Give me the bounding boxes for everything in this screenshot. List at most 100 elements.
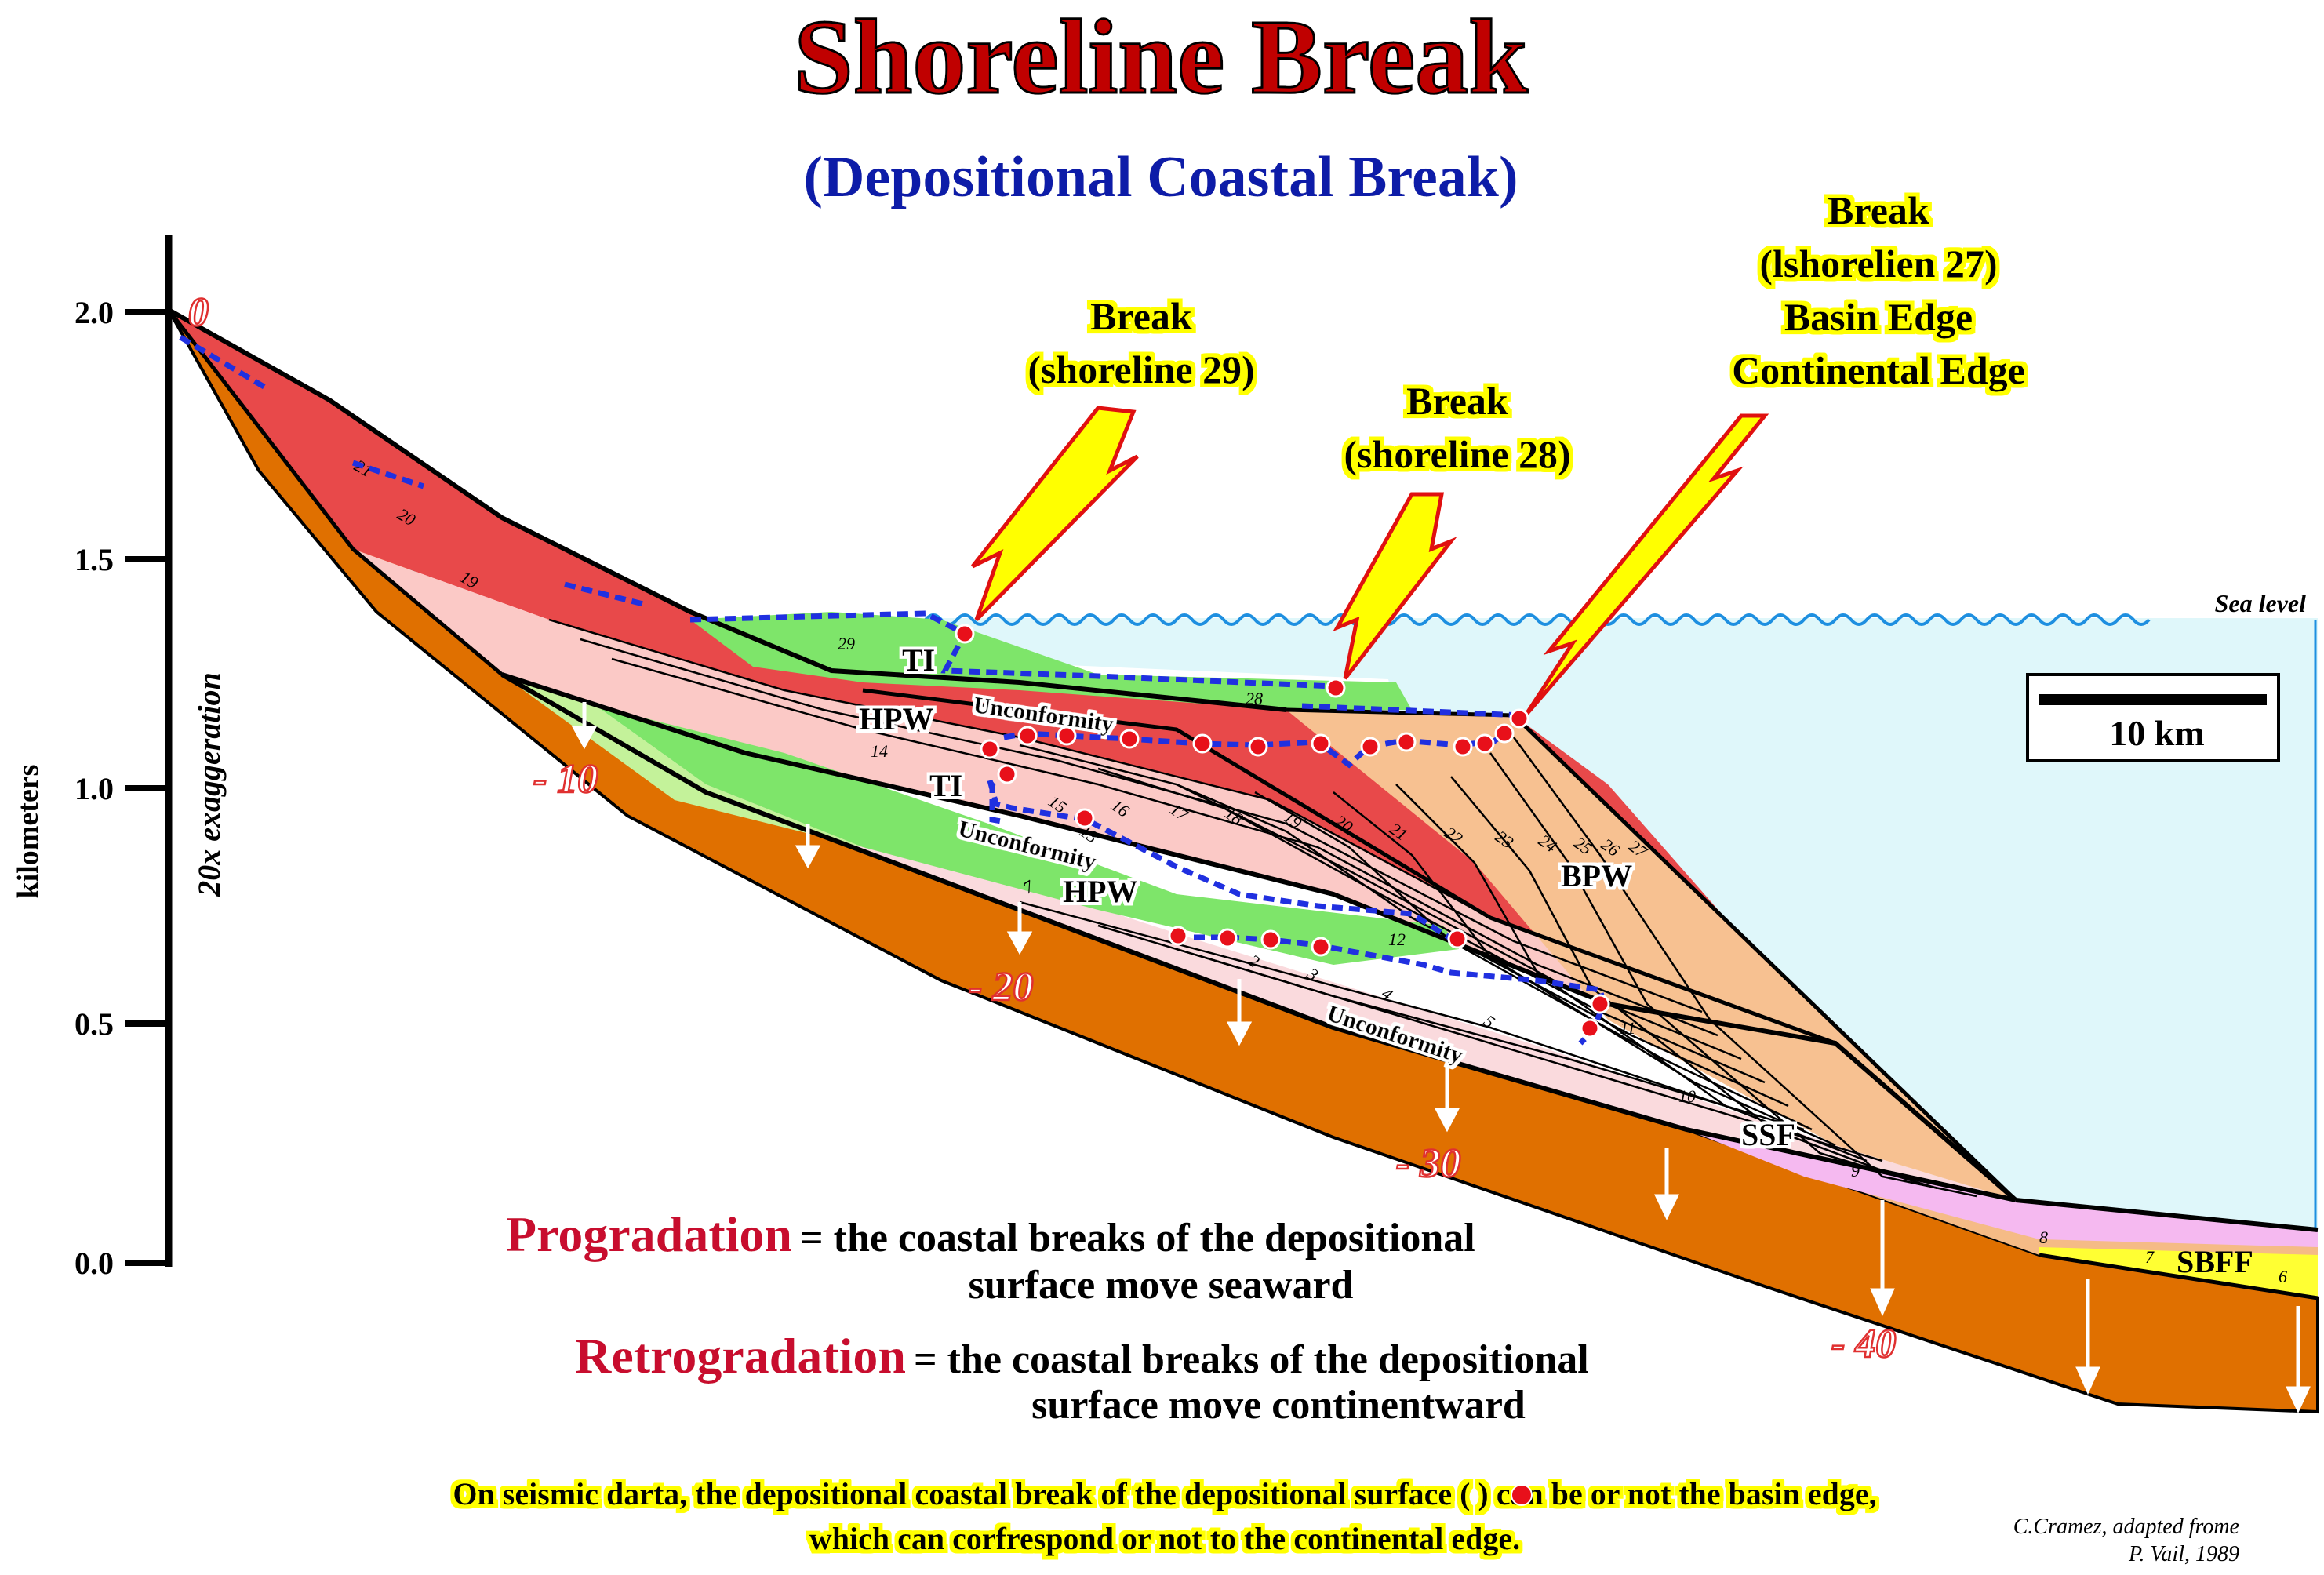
subsidence-value: - 20	[969, 965, 1033, 1009]
y-tick-label: 1.5	[75, 542, 114, 577]
facies-bpw: BPW	[1561, 858, 1632, 893]
callout-arrow	[1523, 413, 1769, 717]
breakpoint-legend-icon	[1511, 1484, 1533, 1506]
exaggeration-label: 20x exaggeration	[191, 672, 227, 897]
break-point	[980, 739, 1000, 759]
break-point	[1447, 929, 1468, 949]
break-point	[1311, 733, 1331, 754]
y-axis-label: kilometers	[12, 765, 45, 899]
callout-shoreline-27: Break (lshorelien 27) Basin Edge Contine…	[1523, 188, 2025, 717]
y-tick-label: 1.0	[75, 771, 114, 806]
footnote: On seismic darta, the depositional coast…	[453, 1476, 1876, 1556]
facies-ti-lower: TI	[929, 768, 962, 803]
callout-text: (shoreline 29)	[1027, 347, 1254, 391]
callout-text: (lshorelien 27)	[1759, 242, 1997, 286]
break-point	[1509, 708, 1529, 729]
facies-sbff: SBFF	[2177, 1244, 2253, 1279]
footnote-line-2: which can corfrespond or not to the cont…	[809, 1521, 1520, 1556]
subsidence-value: - 30	[1396, 1141, 1460, 1186]
break-point	[1192, 733, 1213, 754]
layer-number: 7	[2145, 1247, 2155, 1267]
break-point	[1248, 737, 1268, 757]
y-tick-label: 2.0	[75, 295, 114, 330]
facies-ti-upper: TI	[902, 642, 935, 678]
retrogradation-text: surface move continentward	[1031, 1383, 1526, 1428]
pink-wedge-upper	[353, 549, 1686, 1004]
definitions: Progradation = the coastal breaks of the…	[506, 1206, 1589, 1428]
callout-shoreline-28: Break (shoreline 28)	[1333, 379, 1571, 680]
break-point	[1453, 737, 1473, 757]
break-point	[1326, 678, 1346, 698]
layer-number: 10	[1678, 1086, 1696, 1106]
break-point	[1580, 1018, 1600, 1038]
layer-number: 29	[838, 634, 855, 653]
subsidence-value: - 40	[1831, 1322, 1896, 1366]
orange-wedge-right	[1286, 710, 2016, 1200]
facies-ssf: SSF	[1741, 1117, 1795, 1152]
footnote-line-1: On seismic darta, the depositional coast…	[453, 1476, 1876, 1511]
callout-arrow	[971, 406, 1139, 621]
credit-line-1: C.Cramez, adapted frome	[2013, 1515, 2239, 1539]
break-point	[1017, 726, 1038, 746]
stratal-lines	[167, 307, 2319, 1300]
break-point	[1494, 723, 1515, 744]
page-title: Shoreline Break	[794, 0, 1528, 116]
break-point	[1057, 726, 1077, 746]
sea-water	[926, 618, 2318, 1230]
retrogradation-term: Retrogradation	[575, 1328, 906, 1384]
sea-level-waves	[924, 613, 2151, 626]
retrogradation-text: = the coastal breaks of the depositional	[914, 1337, 1589, 1382]
y-axis: 2.0 1.5 1.0 0.5 0.0 kilometers 20x exagg…	[12, 235, 227, 1281]
progradation-text: = the coastal breaks of the depositional	[800, 1216, 1475, 1260]
scale-bar: 10 km	[2026, 673, 2280, 762]
callout-text: Break	[1090, 294, 1192, 338]
break-point	[1260, 929, 1281, 950]
credit: C.Cramez, adapted frome P. Vail, 1989	[2013, 1515, 2239, 1566]
break-point	[1217, 928, 1238, 948]
green-ti-upper	[690, 612, 1412, 710]
callout-text: Basin Edge	[1784, 295, 1973, 339]
break-point	[1475, 733, 1495, 754]
callout-arrow	[1333, 492, 1457, 680]
callout-text: Break	[1828, 188, 1929, 232]
break-point	[1590, 994, 1610, 1014]
coastal-break-points	[955, 624, 1610, 1038]
facies-hpw-upper: HPW	[859, 701, 934, 737]
break-point	[1360, 737, 1380, 757]
break-point	[1311, 937, 1331, 957]
break-point	[1396, 732, 1417, 752]
layer-number: 9	[1851, 1161, 1860, 1180]
break-point	[1168, 926, 1188, 946]
layer-number: 8	[2039, 1228, 2048, 1247]
credit-line-2: P. Vail, 1989	[2128, 1542, 2239, 1566]
break-point	[1119, 729, 1140, 749]
scale-bar-label: 10 km	[2109, 713, 2204, 753]
layer-number: 12	[1388, 929, 1406, 949]
subsidence-value: 0	[188, 290, 209, 335]
sea-level-label: Sea level	[2215, 589, 2307, 617]
subsidence-value: - 10	[533, 757, 598, 802]
break-point	[955, 624, 975, 644]
ssf-pink	[1686, 1129, 2318, 1247]
layer-number: 14	[871, 741, 888, 761]
page-subtitle: (Depositional Coastal Break)	[803, 145, 1518, 209]
red-wedge-upper	[169, 310, 1835, 1043]
facies-hpw-lower: HPW	[1063, 874, 1138, 909]
green-ti-lower-pale	[502, 675, 863, 847]
break-point	[997, 764, 1017, 784]
callout-text: Continental Edge	[1732, 348, 2025, 392]
break-point	[1075, 808, 1095, 828]
progradation-text: surface move seaward	[969, 1263, 1354, 1308]
layer-number: 28	[1246, 689, 1263, 708]
y-tick-label: 0.5	[75, 1006, 114, 1042]
callout-text: (shoreline 28)	[1344, 432, 1570, 476]
progradation-term: Progradation	[506, 1206, 792, 1262]
callout-shoreline-29: Break (shoreline 29)	[971, 294, 1255, 621]
callout-text: Break	[1406, 379, 1508, 423]
subsidence-values: 0 - 10 - 20 - 30 - 40	[187, 289, 1897, 1368]
layer-number: 11	[1620, 1018, 1635, 1038]
y-tick-label: 0.0	[75, 1246, 114, 1281]
layer-number: 6	[2279, 1267, 2287, 1286]
subsidence-arrows	[571, 702, 2311, 1413]
